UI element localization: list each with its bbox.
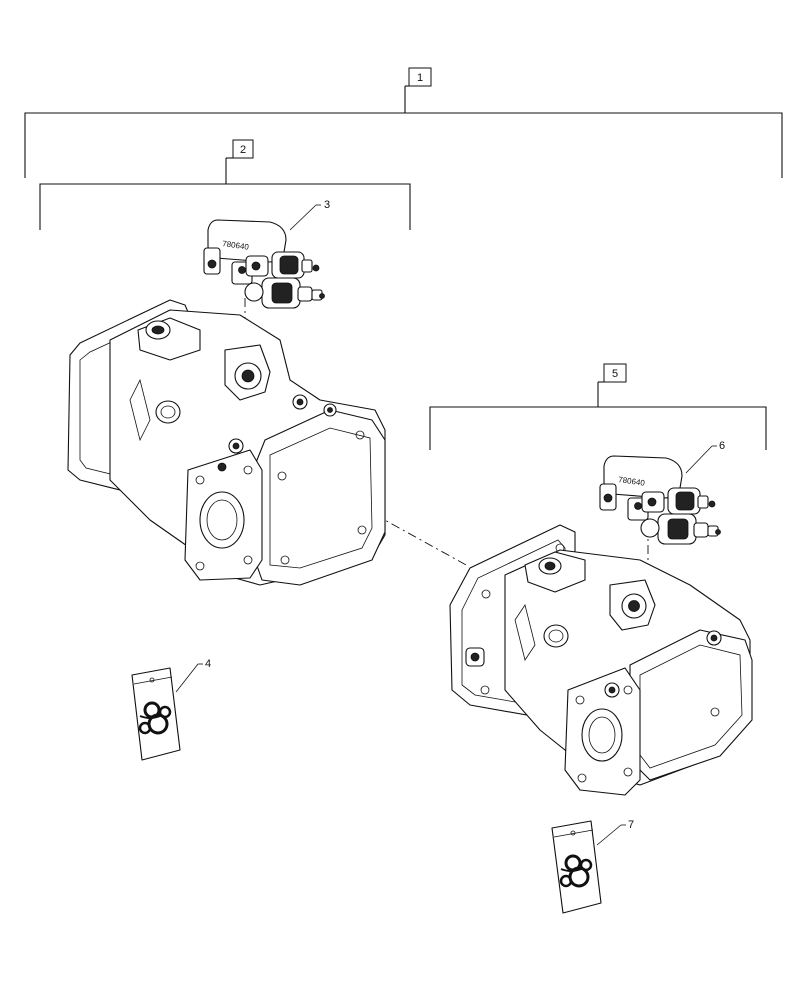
callout-3[interactable]: 3 (289, 199, 330, 231)
callout-4[interactable]: 4 (175, 658, 211, 693)
bracket-5 (429, 381, 767, 450)
callout-5[interactable]: 5 (603, 363, 627, 383)
callout-1[interactable]: 1 (408, 67, 432, 87)
callout-2-label: 2 (240, 144, 246, 156)
valve-marking-lower: 780640 (618, 475, 646, 488)
callout-6[interactable]: 6 (685, 440, 725, 474)
callout-2[interactable]: 2 (232, 139, 254, 159)
valve-marking-upper: 780640 (222, 239, 250, 252)
callout-6-label: 6 (719, 440, 725, 452)
bracket-2 (39, 157, 411, 230)
callout-1-label: 1 (417, 72, 423, 84)
callout-3-label: 3 (324, 199, 330, 211)
control-valve-upper[interactable]: 780640 (203, 219, 325, 309)
hydraulic-pump-lower[interactable] (449, 524, 753, 796)
callout-5-label: 5 (612, 368, 618, 380)
seal-kit-bag-right[interactable] (551, 820, 602, 914)
callout-7-label: 7 (628, 819, 634, 831)
bracket-1 (24, 85, 783, 178)
o-rings-right (559, 854, 593, 888)
callout-4-label: 4 (205, 658, 211, 670)
seal-kit-bag-left[interactable] (131, 667, 181, 761)
hydraulic-pump-upper[interactable] (67, 299, 386, 586)
callout-7[interactable]: 7 (596, 819, 634, 846)
o-rings-left (138, 701, 172, 735)
control-valve-lower[interactable]: 780640 (599, 455, 721, 545)
